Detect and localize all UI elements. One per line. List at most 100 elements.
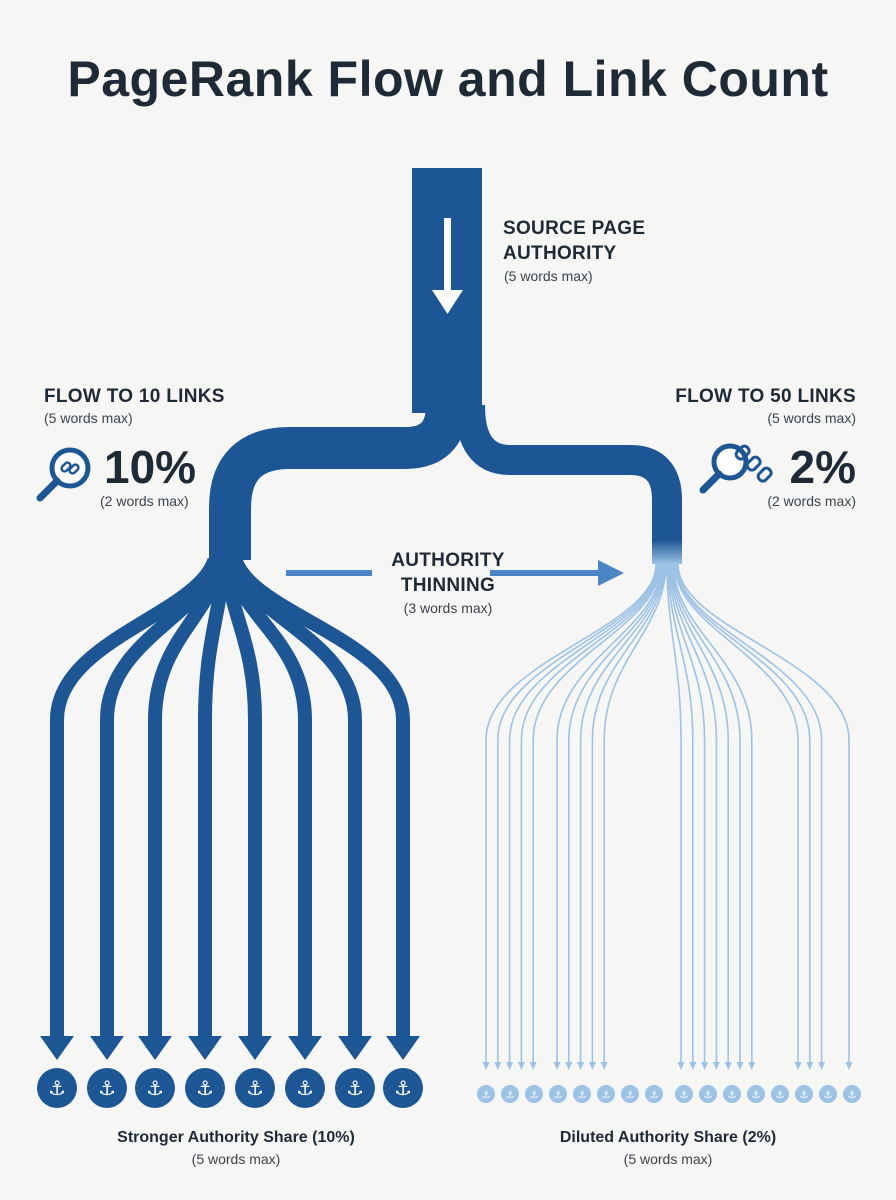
anchor-icon: ⚓ (394, 1076, 412, 1100)
right-branch-flow (455, 404, 682, 540)
right-endpoint-node (723, 1085, 741, 1103)
right-strand-arrowhead (588, 1062, 596, 1070)
left-strand (219, 559, 262, 1040)
right-strand (676, 563, 823, 1062)
thinning-arrow-head (598, 560, 624, 586)
anchor-icon: ⚓ (98, 1076, 116, 1100)
thinning-arrow-left-shaft (286, 570, 372, 576)
right-strand-arrowhead (506, 1062, 514, 1070)
right-strand-arrowhead (565, 1062, 573, 1070)
right-endpoint-node (699, 1085, 717, 1103)
left-strand-arrowhead (288, 1036, 322, 1060)
anchor-icon: ⚓ (848, 1090, 857, 1101)
right-strand (677, 563, 850, 1062)
left-strand-arrowhead (40, 1036, 74, 1060)
thinning-arrow-right-shaft (490, 570, 600, 576)
anchor-icon: ⚓ (680, 1090, 689, 1101)
right-strand (667, 563, 694, 1062)
left-endpoint-node (335, 1068, 375, 1108)
anchor-icon: ⚓ (530, 1090, 539, 1101)
right-strand-arrowhead (818, 1062, 826, 1070)
anchor-icon: ⚓ (196, 1076, 214, 1100)
right-strand-arrowhead (494, 1062, 502, 1070)
right-footer-note: (5 words max) (623, 1151, 713, 1167)
left-footer-label: Stronger Authority Share (10%) (117, 1129, 355, 1146)
left-branch-note: (5 words max) (44, 410, 133, 426)
right-strand (579, 563, 665, 1062)
right-branch-fade (652, 540, 682, 564)
anchor-icon: ⚓ (626, 1090, 635, 1101)
left-endpoint-node (135, 1068, 175, 1108)
right-strand (673, 563, 799, 1062)
left-endpoint-node (285, 1068, 325, 1108)
right-endpoint-node (795, 1085, 813, 1103)
right-strand-arrowhead (845, 1062, 853, 1070)
right-endpoint-node (549, 1085, 567, 1103)
left-strand-arrowhead (138, 1036, 172, 1060)
source-arrow-head (432, 290, 463, 314)
right-endpoint-node (525, 1085, 543, 1103)
left-strand-arrowhead (386, 1036, 420, 1060)
source-arrow-shaft (444, 218, 451, 293)
left-branch-flow (209, 403, 468, 560)
thinning-note: (3 words max) (403, 600, 493, 616)
right-strand (508, 563, 659, 1062)
left-branch-heading: FLOW TO 10 LINKS (44, 386, 225, 407)
right-strand-arrowhead (806, 1062, 814, 1070)
left-strand-arrowhead (338, 1036, 372, 1060)
right-strand-arrowhead (529, 1062, 537, 1070)
anchor-icon: ⚓ (296, 1076, 314, 1100)
right-strand-arrowhead (724, 1062, 732, 1070)
right-branch-heading: FLOW TO 50 LINKS (675, 386, 856, 407)
right-strand (532, 563, 662, 1062)
right-strand-arrowhead (577, 1062, 585, 1070)
right-strand-arrowhead (600, 1062, 608, 1070)
left-strand-arrowhead (90, 1036, 124, 1060)
right-strand-arrowhead (482, 1062, 490, 1070)
anchor-icon: ⚓ (554, 1090, 563, 1101)
right-branch-note: (5 words max) (767, 410, 856, 426)
left-endpoint-node (383, 1068, 423, 1108)
left-endpoint-node (235, 1068, 275, 1108)
right-strand (668, 563, 706, 1062)
left-strand (198, 559, 231, 1040)
right-strand (669, 563, 718, 1062)
left-branch-percent: 10% (104, 441, 197, 493)
right-endpoint-node (501, 1085, 519, 1103)
source-heading-line2: AUTHORITY (503, 243, 617, 264)
anchor-icon: ⚓ (824, 1090, 833, 1101)
right-strand-arrowhead (701, 1062, 709, 1070)
right-strand-arrowhead (736, 1062, 744, 1070)
left-endpoint-node (87, 1068, 127, 1108)
right-strand-arrowhead (794, 1062, 802, 1070)
right-endpoint-node (843, 1085, 861, 1103)
anchor-icon: ⚓ (506, 1090, 515, 1101)
left-footer-note: (5 words max) (191, 1151, 281, 1167)
anchor-icon: ⚓ (346, 1076, 364, 1100)
right-endpoint-node (771, 1085, 789, 1103)
right-strand-arrowhead (748, 1062, 756, 1070)
right-strand (672, 563, 753, 1062)
anchor-icon: ⚓ (578, 1090, 587, 1101)
right-strand (568, 563, 664, 1062)
right-endpoint-node (675, 1085, 693, 1103)
source-note: (5 words max) (504, 268, 593, 284)
left-strand-arrowhead (188, 1036, 222, 1060)
magnifier-chain-icon (699, 443, 773, 494)
left-branch-percent-note: (2 words max) (100, 493, 189, 509)
anchor-icon: ⚓ (704, 1090, 713, 1101)
right-strand-arrowhead (517, 1062, 525, 1070)
anchor-icon: ⚓ (602, 1090, 611, 1101)
right-endpoint-node (477, 1085, 495, 1103)
right-strand (497, 563, 658, 1062)
right-branch-percent-note: (2 words max) (767, 493, 856, 509)
right-endpoint-node (747, 1085, 765, 1103)
right-branch-percent: 2% (789, 441, 856, 493)
anchor-icon: ⚓ (800, 1090, 809, 1101)
anchor-icon: ⚓ (482, 1090, 491, 1101)
right-strand (666, 563, 682, 1062)
right-strand-arrowhead (553, 1062, 561, 1070)
left-endpoint-node (185, 1068, 225, 1108)
